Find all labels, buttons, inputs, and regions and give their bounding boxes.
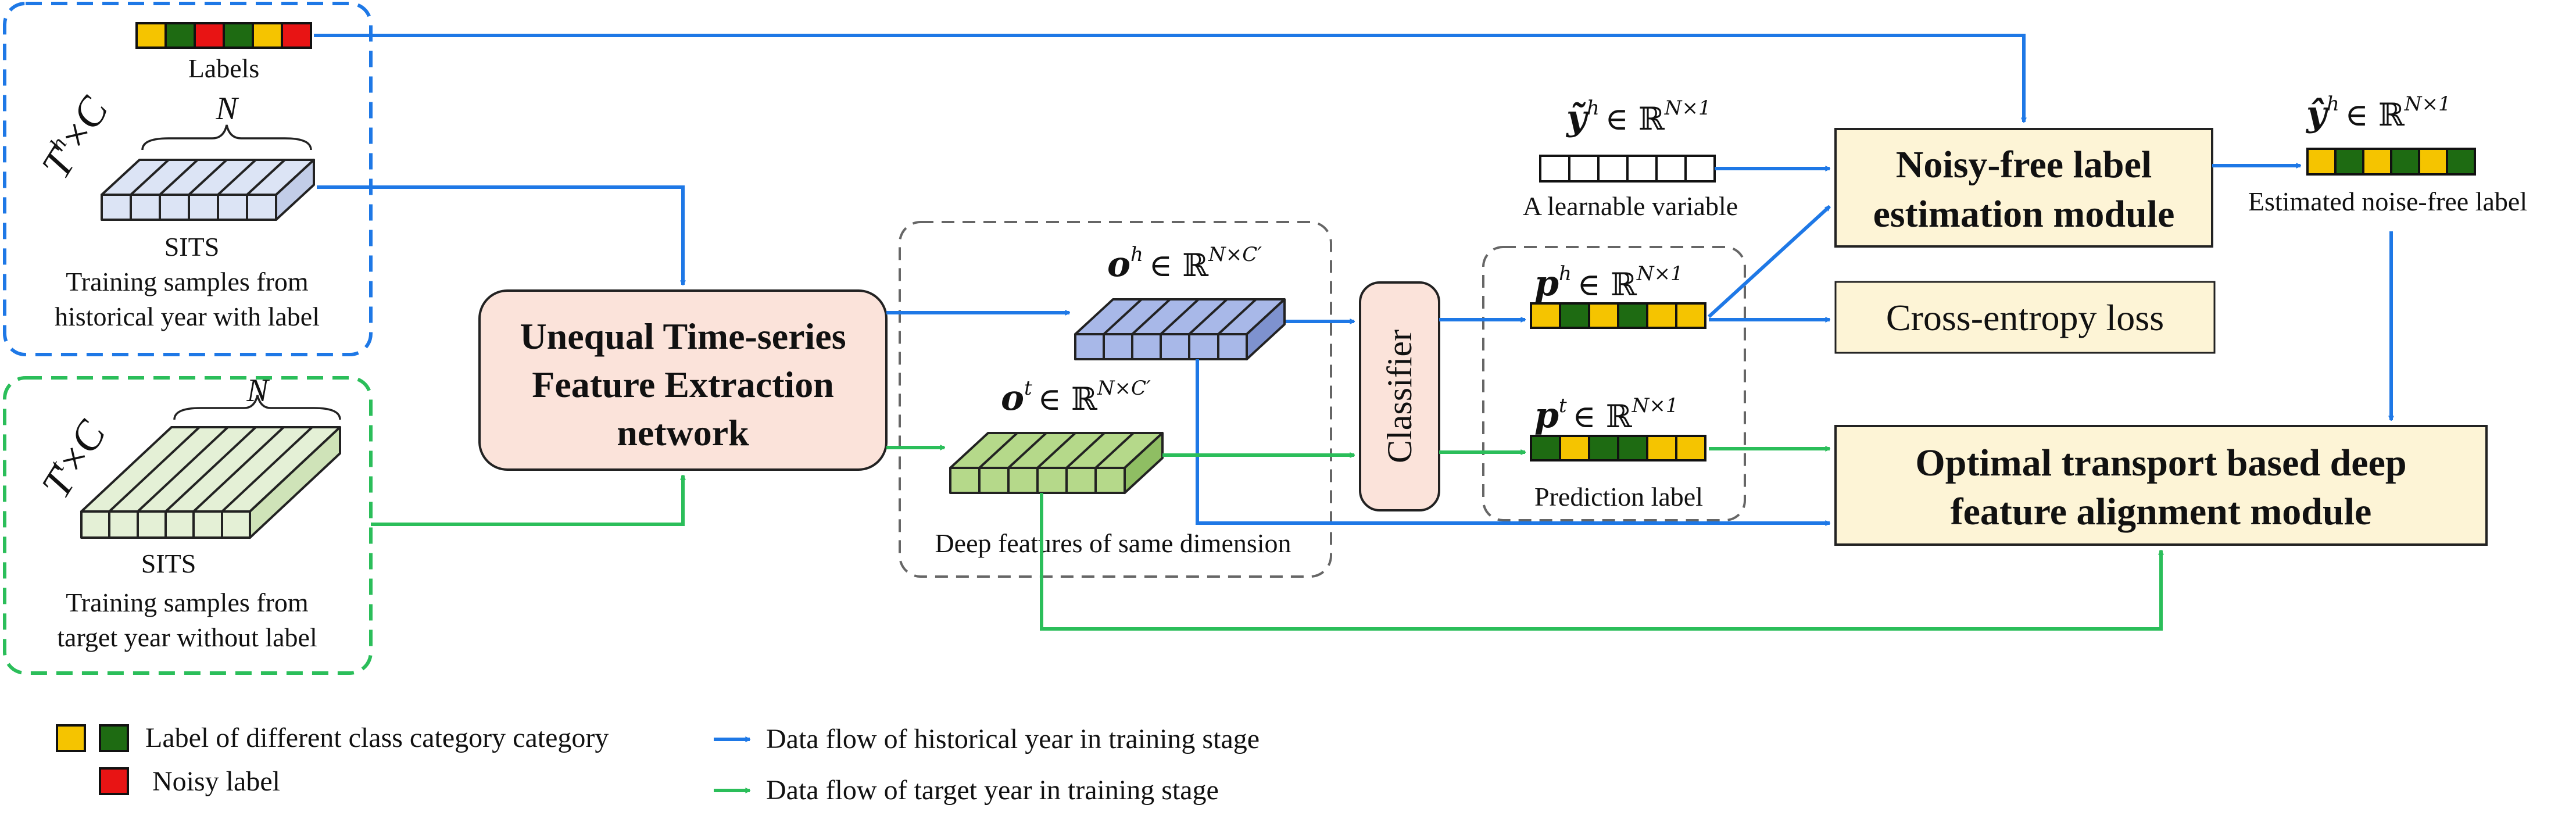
arrow-target-sits-to-extractor: [371, 475, 683, 526]
ce-loss-label: Cross-entropy loss: [1886, 297, 2164, 338]
historical-n-label: N: [215, 91, 239, 127]
historical-caption-line2: historical year with label: [55, 302, 320, 331]
label-cell: [135, 22, 167, 49]
historical-axis-label: Th×C: [33, 88, 118, 186]
arrow-labels-to-noise-module: [314, 34, 2024, 122]
ph-label: ph∈ ℝN×1: [1534, 262, 1683, 304]
legend-historical-flow: Data flow of historical year in training…: [766, 724, 1260, 754]
learnable-strip: [1539, 155, 1716, 183]
estimated-cell: [2334, 148, 2364, 176]
target-n-label: N: [246, 373, 270, 409]
pt-cell: [1530, 435, 1561, 461]
learnable-label: ỹh∈ ℝN×1: [1565, 96, 1711, 138]
feature-oh-label: oh∈ ℝN×C′: [1107, 243, 1262, 285]
predictions-group-box: [1482, 246, 1746, 521]
labels-title: Labels: [188, 53, 260, 83]
estimated-label: ŷh∈ ℝN×1: [2305, 92, 2451, 134]
labels-strip: [135, 22, 312, 49]
learnable-cell: [1684, 155, 1716, 183]
pt-strip: [1530, 435, 1706, 461]
historical-sits-label: SITS: [164, 232, 220, 262]
learnable-cell: [1568, 155, 1600, 183]
ot-module-box[interactable]: [1834, 425, 2488, 546]
label-cell: [194, 22, 225, 49]
arrow-oh-to-ot-module: [1196, 359, 1830, 523]
learnable-caption: A learnable variable: [1523, 191, 1738, 221]
estimated-strip: [2306, 148, 2476, 176]
legend-noisy-label: Noisy label: [152, 766, 280, 797]
legend-yellow-swatch: [56, 724, 86, 752]
estimated-cell: [2390, 148, 2420, 176]
historical-group-box: [3, 2, 373, 356]
ph-cell: [1617, 302, 1648, 329]
feature-ot-cube: [949, 432, 1164, 494]
ph-cell: [1588, 302, 1619, 329]
legend: Label of different class category catego…: [56, 722, 1260, 806]
pt-cell: [1646, 435, 1677, 461]
ph-cell: [1675, 302, 1706, 329]
estimated-cell: [2418, 148, 2448, 176]
noise-module-box[interactable]: [1834, 128, 2213, 248]
deep-features-caption: Deep features of same dimension: [935, 528, 1291, 558]
deep-features-group-box: [899, 221, 1332, 578]
ph-strip: [1530, 302, 1706, 329]
feature-ot-label: ot∈ ℝN×C′: [1001, 377, 1151, 418]
estimated-caption: Estimated noise-free label: [2248, 187, 2527, 216]
target-group-box: [3, 376, 373, 675]
estimated-cell: [2306, 148, 2337, 176]
ph-cell: [1530, 302, 1561, 329]
target-sits-label: SITS: [141, 549, 196, 578]
historical-sits-cube: [101, 159, 315, 221]
ph-cell: [1646, 302, 1677, 329]
extractor-line1: Unequal Time-series: [520, 316, 846, 357]
legend-red-swatch: [99, 767, 129, 795]
label-cell: [223, 22, 254, 49]
learnable-cell: [1597, 155, 1629, 183]
estimated-cell: [2362, 148, 2392, 176]
noise-module-line2: estimation module: [1873, 193, 2175, 235]
classifier-box[interactable]: [1359, 281, 1440, 511]
learnable-cell: [1539, 155, 1570, 183]
target-n-brace: [173, 395, 341, 420]
pt-cell: [1588, 435, 1619, 461]
arrow-hist-sits-to-extractor: [317, 185, 683, 285]
pt-label: pt∈ ℝN×1: [1534, 394, 1679, 436]
learnable-cell: [1655, 155, 1687, 183]
historical-n-brace: [141, 124, 312, 151]
ot-module-line1: Optimal transport based deep: [1915, 442, 2406, 484]
estimated-cell: [2446, 148, 2476, 176]
extractor-line2: Feature Extraction: [532, 364, 834, 405]
classifier-label: Classifier: [1380, 330, 1419, 463]
predictions-caption: Prediction label: [1534, 482, 1703, 511]
learnable-cell: [1626, 155, 1658, 183]
extractor-line3: network: [617, 412, 749, 453]
pt-cell: [1675, 435, 1706, 461]
pt-cell: [1559, 435, 1590, 461]
label-cell: [164, 22, 196, 49]
label-cell: [281, 22, 312, 49]
ph-cell: [1559, 302, 1590, 329]
pt-cell: [1617, 435, 1648, 461]
label-cell: [252, 22, 283, 49]
target-caption-line1: Training samples from: [66, 588, 309, 617]
ot-module-line2: feature alignment module: [1951, 491, 2372, 533]
arrow-ot-feature-to-ot-module: [1040, 493, 2161, 631]
arrow-ph-to-noise-module: [1707, 205, 1831, 319]
ce-loss-box[interactable]: [1834, 281, 2216, 354]
legend-green-swatch: [99, 724, 129, 752]
feature-oh-cube: [1074, 298, 1286, 360]
historical-caption-line1: Training samples from: [66, 267, 309, 296]
noise-module-line1: Noisy-free label: [1896, 144, 2152, 186]
target-caption-line2: target year without label: [57, 622, 317, 652]
target-sits-cube: [80, 426, 341, 539]
legend-label-classes: Label of different class category catego…: [145, 722, 609, 753]
legend-target-flow: Data flow of target year in training sta…: [766, 775, 1219, 806]
extractor-box[interactable]: [478, 289, 888, 471]
